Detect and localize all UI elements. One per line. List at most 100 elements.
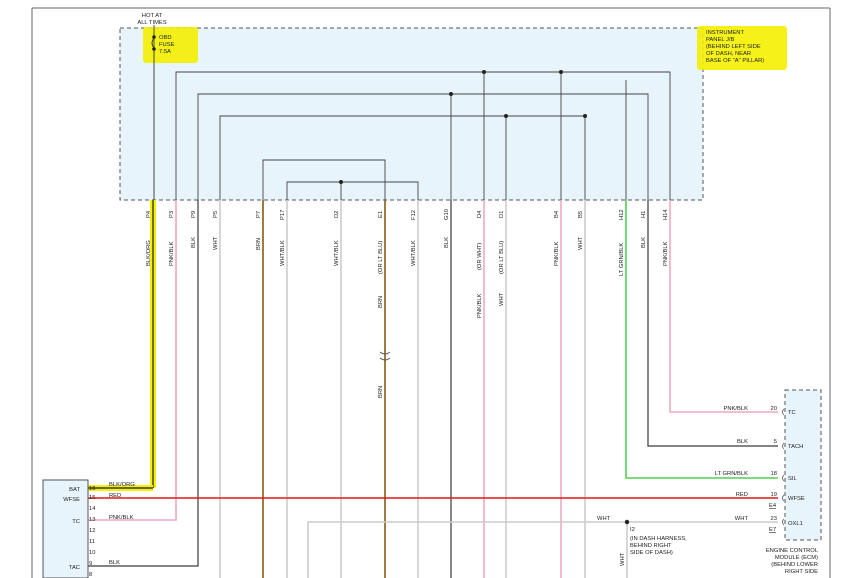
left-func-tc: TC	[72, 519, 80, 525]
splice-dot	[624, 519, 630, 525]
pin-label-h12: H12	[619, 209, 625, 220]
splice-wire-vertical: WHT	[620, 552, 626, 566]
jb-line-2: PANEL J/B	[706, 37, 734, 43]
ecm-caption-2: MODULE (ECM)	[775, 555, 818, 561]
ecm-pin-5: 5	[774, 439, 777, 445]
wire-label-p3: PNK/BLK	[169, 241, 175, 266]
left-func-tac: TAC	[69, 565, 80, 571]
wire-label-h1: BLK	[641, 237, 647, 248]
fuse-dot-bottom	[152, 47, 156, 51]
pin-label-h1: H1	[641, 211, 647, 218]
pin-label-b4: B4	[554, 210, 560, 218]
fuse-dot-top	[152, 35, 156, 39]
fuse-label-1: OBD	[159, 35, 172, 41]
left-pin-13: 13	[89, 517, 95, 523]
fuse-label-3: 7.5A	[159, 49, 171, 55]
pin-label-p3: P3	[169, 211, 175, 218]
pin-label-p17: P17	[280, 210, 286, 220]
pin-label-d2: D2	[334, 211, 340, 218]
ecm-caption-4: RIGHT SIDE	[785, 569, 818, 575]
wire-h1	[647, 200, 778, 447]
wire-label-h12: LT GRN/BLK	[619, 243, 625, 276]
connector-break-icon	[379, 351, 391, 361]
pin-label-p9: P9	[191, 211, 197, 218]
ecm-func-tc: TC	[788, 410, 796, 416]
jb-line-4: OF DASH, NEAR	[706, 51, 751, 57]
wire-p9	[88, 200, 199, 567]
left-wire-9: BLK	[109, 560, 120, 566]
pin-label-p7: P7	[256, 211, 262, 218]
splice-line-2: BEHIND RIGHT	[630, 543, 672, 549]
ecm-box	[784, 389, 822, 541]
pin-label-f12: F12	[411, 210, 417, 220]
left-pin-16: 16	[89, 486, 95, 492]
wire-p3	[88, 200, 177, 521]
wire-label-d1: (OR LT BLU)	[499, 241, 505, 274]
ecm-wire-sil: LT GRN/BLK	[715, 471, 748, 477]
pin-label-g10: G10	[444, 209, 450, 220]
ecm-wire-wfse: RED	[736, 492, 748, 498]
ecm-pin-19: 19	[771, 492, 777, 498]
wire-label-b5: WHT	[578, 236, 584, 250]
left-pin-14: 14	[89, 506, 96, 512]
wire-color-labels: BLK/ORG PNK/BLK BLK WHT BRN WHT/BLK WHT/…	[146, 236, 669, 398]
left-connector-box	[42, 479, 89, 578]
splice-id: I2	[630, 527, 635, 533]
wire-label-d2: WHT/BLK	[334, 240, 340, 266]
jb-line-3: (BEHIND LEFT SIDE	[706, 44, 761, 50]
left-pin-11: 11	[89, 539, 95, 545]
splice-wire-label: WHT	[597, 516, 611, 522]
wire-label-e1: (OR LT BLU)	[378, 241, 384, 274]
fuse-highlight	[143, 27, 198, 63]
pin-label-h14: H14	[663, 209, 669, 220]
ecm-pin-marks	[782, 408, 785, 526]
pin-label-p4: P4	[146, 210, 152, 218]
left-wire-16: BLK/ORG	[109, 482, 135, 488]
ecm-pin-18: 18	[771, 471, 777, 477]
pin-label-p5: P5	[213, 211, 219, 218]
ecm-func-oxl1: OXL1	[788, 521, 803, 527]
splice-line-1: (IN DASH HARNESS,	[630, 536, 687, 542]
wire-h12	[625, 200, 778, 479]
pin-label-b5: B5	[578, 211, 584, 218]
wire-label-p9: BLK	[191, 237, 197, 248]
wire-label-h14: PNK/BLK	[663, 241, 669, 266]
hot-label-2: ALL TIMES	[137, 20, 166, 26]
wire-label-p7: BRN	[256, 238, 262, 250]
left-wire-13: PNK/BLK	[109, 515, 134, 521]
left-pin-15: 15	[89, 495, 95, 501]
left-pin-12: 12	[89, 528, 95, 534]
jb-line-5: BASE OF "A" PILLAR)	[706, 58, 764, 64]
wire-label-p4: BLK/ORG	[146, 240, 152, 266]
hot-label-1: HOT AT	[142, 13, 163, 19]
left-pin-8: 8	[89, 572, 92, 578]
ecm-wire-oxl1: WHT	[735, 516, 749, 522]
wire-label-d4-mid: PNK/BLK	[477, 293, 483, 318]
ecm-pin-20: 20	[771, 406, 777, 412]
internal-bus	[175, 71, 671, 205]
ecm-func-tach: TACH	[788, 444, 803, 450]
jb-label-highlight	[697, 26, 787, 70]
wire-label-e1-lower: BRN	[378, 386, 384, 398]
splice-line-3: SIDE OF DASH)	[630, 550, 673, 556]
wire-label-b4: PNK/BLK	[554, 241, 560, 266]
wire-label-e1-mid: BRN	[378, 296, 384, 308]
junction-block-box	[119, 27, 704, 201]
left-wire-15: RED	[109, 493, 121, 499]
pin-label-d4: D4	[477, 210, 483, 218]
jb-line-1: INSTRUMENT	[706, 30, 744, 36]
ecm-caption-3: (BEHIND LOWER	[771, 562, 818, 568]
left-pin-10: 10	[89, 550, 95, 556]
wire-label-d1-mid: WHT	[499, 292, 505, 306]
wire-oxl1	[307, 521, 778, 578]
wire-label-d4: (OR WHT)	[477, 243, 483, 270]
ecm-pin-23: 23	[771, 516, 777, 522]
ecm-connector-e7: E7	[769, 527, 776, 533]
wire-h14	[669, 200, 778, 413]
fuse-label-2: FUSE	[159, 42, 175, 48]
wire-label-p5: WHT	[213, 236, 219, 250]
pin-label-e1: E1	[378, 211, 384, 218]
bus-junction-dots	[339, 70, 587, 184]
ecm-wire-tach: BLK	[737, 439, 748, 445]
